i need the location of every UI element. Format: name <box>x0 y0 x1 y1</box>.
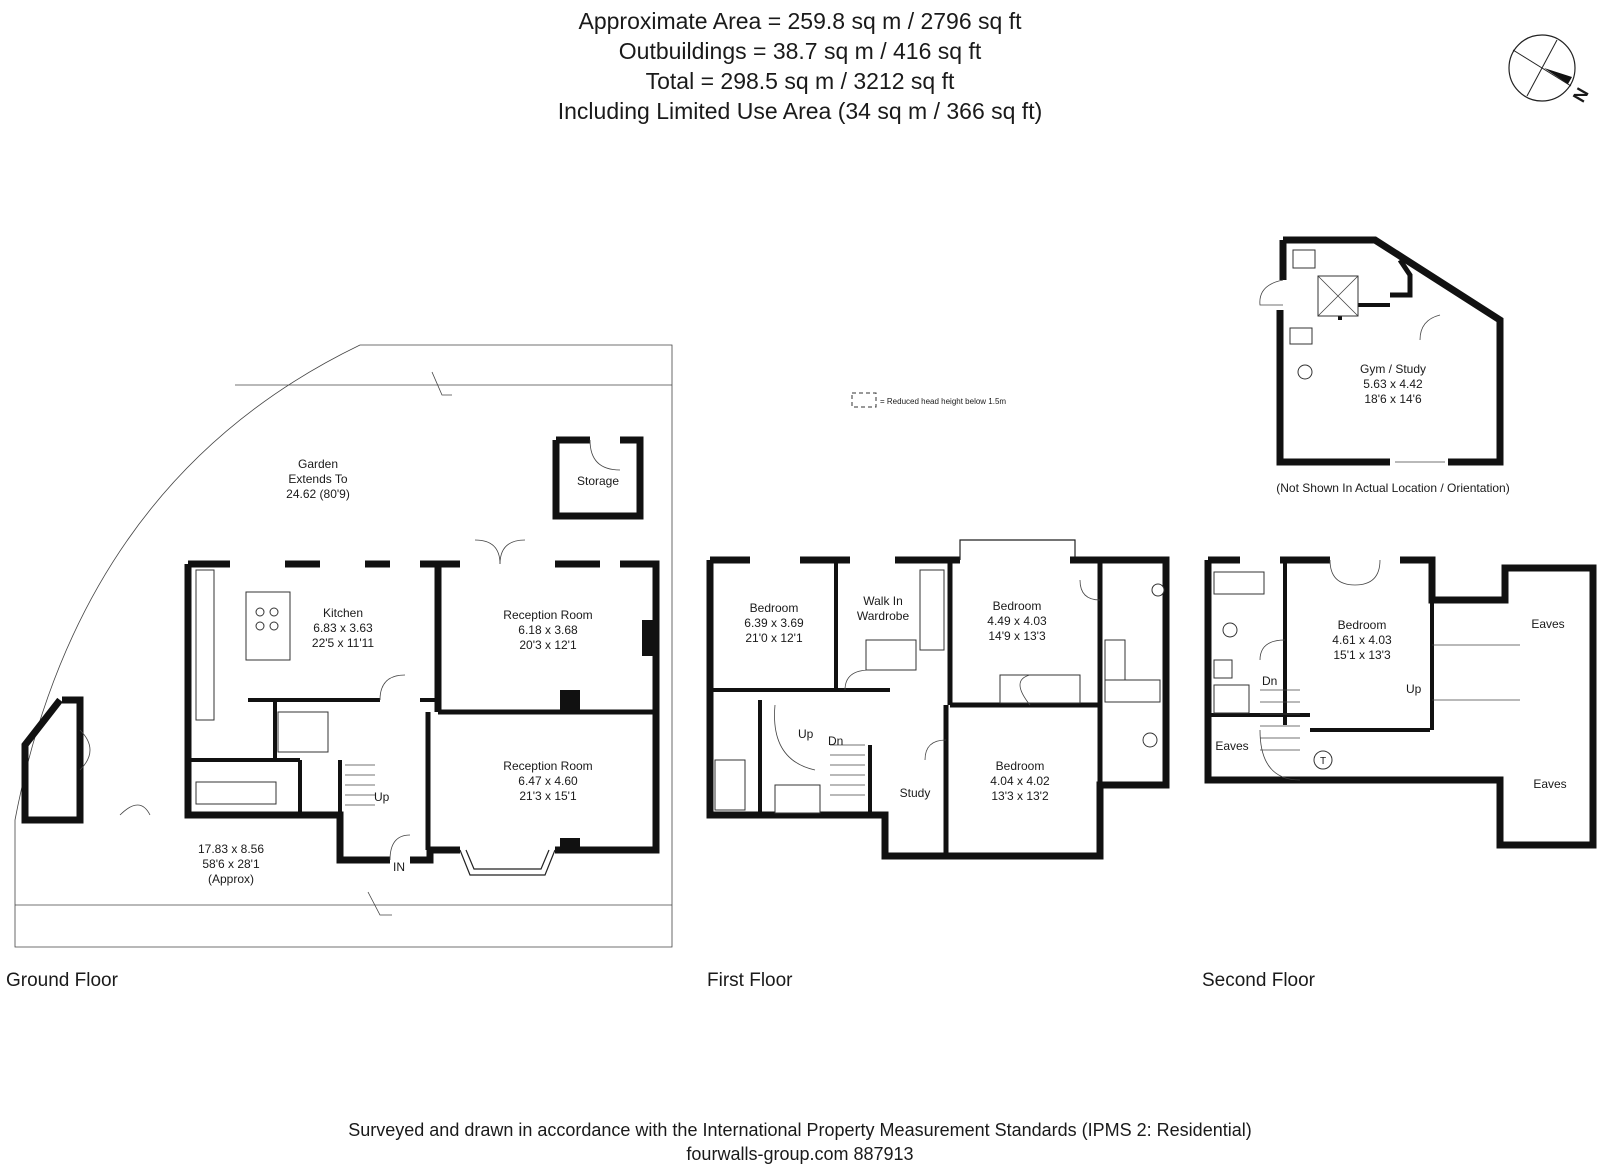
first-bedroom-1-imperial-size: 21'0 x 12'1 <box>745 631 803 645</box>
reception-room-1-metric-size: 6.18 x 3.68 <box>518 623 578 637</box>
gym-study-imperial-size: 18'6 x 14'6 <box>1364 392 1422 406</box>
limited-use-area-text: Including Limited Use Area (34 sq m / 36… <box>557 98 1043 124</box>
plot-imperial-size: 58'6 x 28'1 <box>202 857 260 871</box>
eaves-label-top: Eaves <box>1531 617 1564 631</box>
reception-room-2-metric-size: 6.47 x 4.60 <box>518 774 578 788</box>
first-bedroom-3-imperial-size: 13'3 x 13'2 <box>991 789 1049 803</box>
first-stairs-down-label: Dn <box>828 734 843 748</box>
first-floor-plan: Bedroom 6.39 x 3.69 21'0 x 12'1 Walk In … <box>706 539 1170 860</box>
approximate-area-text: Approximate Area = 259.8 sq m / 2796 sq … <box>578 8 1022 34</box>
second-bedroom-metric-size: 4.61 x 4.03 <box>1332 633 1392 647</box>
first-bedroom-1-metric-size: 6.39 x 3.69 <box>744 616 804 630</box>
study-label: Study <box>900 786 931 800</box>
first-floor-label: First Floor <box>707 970 793 991</box>
first-bedroom-3-metric-size: 4.04 x 4.02 <box>990 774 1050 788</box>
outbuilding-orientation-note: (Not Shown In Actual Location / Orientat… <box>1276 481 1509 495</box>
tank-label: T <box>1320 756 1326 767</box>
wardrobe-label: Wardrobe <box>857 609 910 623</box>
outbuildings-area-text: Outbuildings = 38.7 sq m / 416 sq ft <box>618 38 982 64</box>
company-reference: fourwalls-group.com 887913 <box>686 1144 914 1164</box>
first-bedroom-3-label: Bedroom <box>996 759 1045 773</box>
plot-metric-size: 17.83 x 8.56 <box>198 842 264 856</box>
reception-room-2-imperial-size: 21'3 x 15'1 <box>519 789 577 803</box>
kitchen-imperial-size: 22'5 x 11'11 <box>312 636 375 650</box>
second-floor-label: Second Floor <box>1202 970 1316 991</box>
first-stairs-up-label: Up <box>798 727 814 741</box>
ground-stairs-up-label: Up <box>374 790 390 804</box>
legend: = Reduced head height below 1.5m <box>851 392 1006 408</box>
compass-north-label: N <box>1569 84 1593 105</box>
eaves-label-bottom: Eaves <box>1533 777 1566 791</box>
first-bedroom-2-imperial-size: 14'9 x 13'3 <box>988 629 1046 643</box>
reception-room-1-label: Reception Room <box>503 608 592 622</box>
storage-label: Storage <box>577 474 619 488</box>
first-bedroom-2-metric-size: 4.49 x 4.03 <box>987 614 1047 628</box>
eaves-label-left: Eaves <box>1215 739 1248 753</box>
reception-room-2-label: Reception Room <box>503 759 592 773</box>
gym-study-label: Gym / Study <box>1360 362 1426 376</box>
second-stairs-up-label: Up <box>1406 682 1422 696</box>
ipms-statement: Surveyed and drawn in accordance with th… <box>348 1120 1252 1140</box>
second-floor-plan: T Bedroom 4.61 x 4.03 15'1 x 13'3 Eaves … <box>1204 556 1597 849</box>
walk-in-label: Walk In <box>863 594 903 608</box>
garden-extends-label: Extends To <box>288 472 347 486</box>
total-area-text: Total = 298.5 sq m / 3212 sq ft <box>645 68 955 94</box>
second-stairs-down-label: Dn <box>1262 674 1277 688</box>
garden-label: Garden <box>298 457 338 471</box>
legend-text: = Reduced head height below 1.5m <box>880 397 1006 406</box>
area-summary: Approximate Area = 259.8 sq m / 2796 sq … <box>0 6 1600 126</box>
survey-footer: Surveyed and drawn in accordance with th… <box>0 1118 1600 1166</box>
kitchen-metric-size: 6.83 x 3.63 <box>313 621 373 635</box>
compass-rose-icon: N <box>1508 34 1593 106</box>
outbuilding-plan: Gym / Study 5.63 x 4.42 18'6 x 14'6 (Not… <box>1259 236 1510 495</box>
entrance-label: IN <box>393 860 405 874</box>
plot-approx-label: (Approx) <box>208 872 254 886</box>
second-bedroom-imperial-size: 15'1 x 13'3 <box>1333 648 1391 662</box>
first-bedroom-2-label: Bedroom <box>993 599 1042 613</box>
second-bedroom-label: Bedroom <box>1338 618 1387 632</box>
ground-floor-label: Ground Floor <box>6 970 118 991</box>
garden-size-label: 24.62 (80'9) <box>286 487 350 501</box>
kitchen-label: Kitchen <box>323 606 363 620</box>
gym-study-metric-size: 5.63 x 4.42 <box>1363 377 1423 391</box>
reception-room-1-imperial-size: 20'3 x 12'1 <box>519 638 577 652</box>
first-bedroom-1-label: Bedroom <box>750 601 799 615</box>
ground-floor-plan: Storage Garden Extends To 24.62 (80'9) <box>14 344 673 948</box>
